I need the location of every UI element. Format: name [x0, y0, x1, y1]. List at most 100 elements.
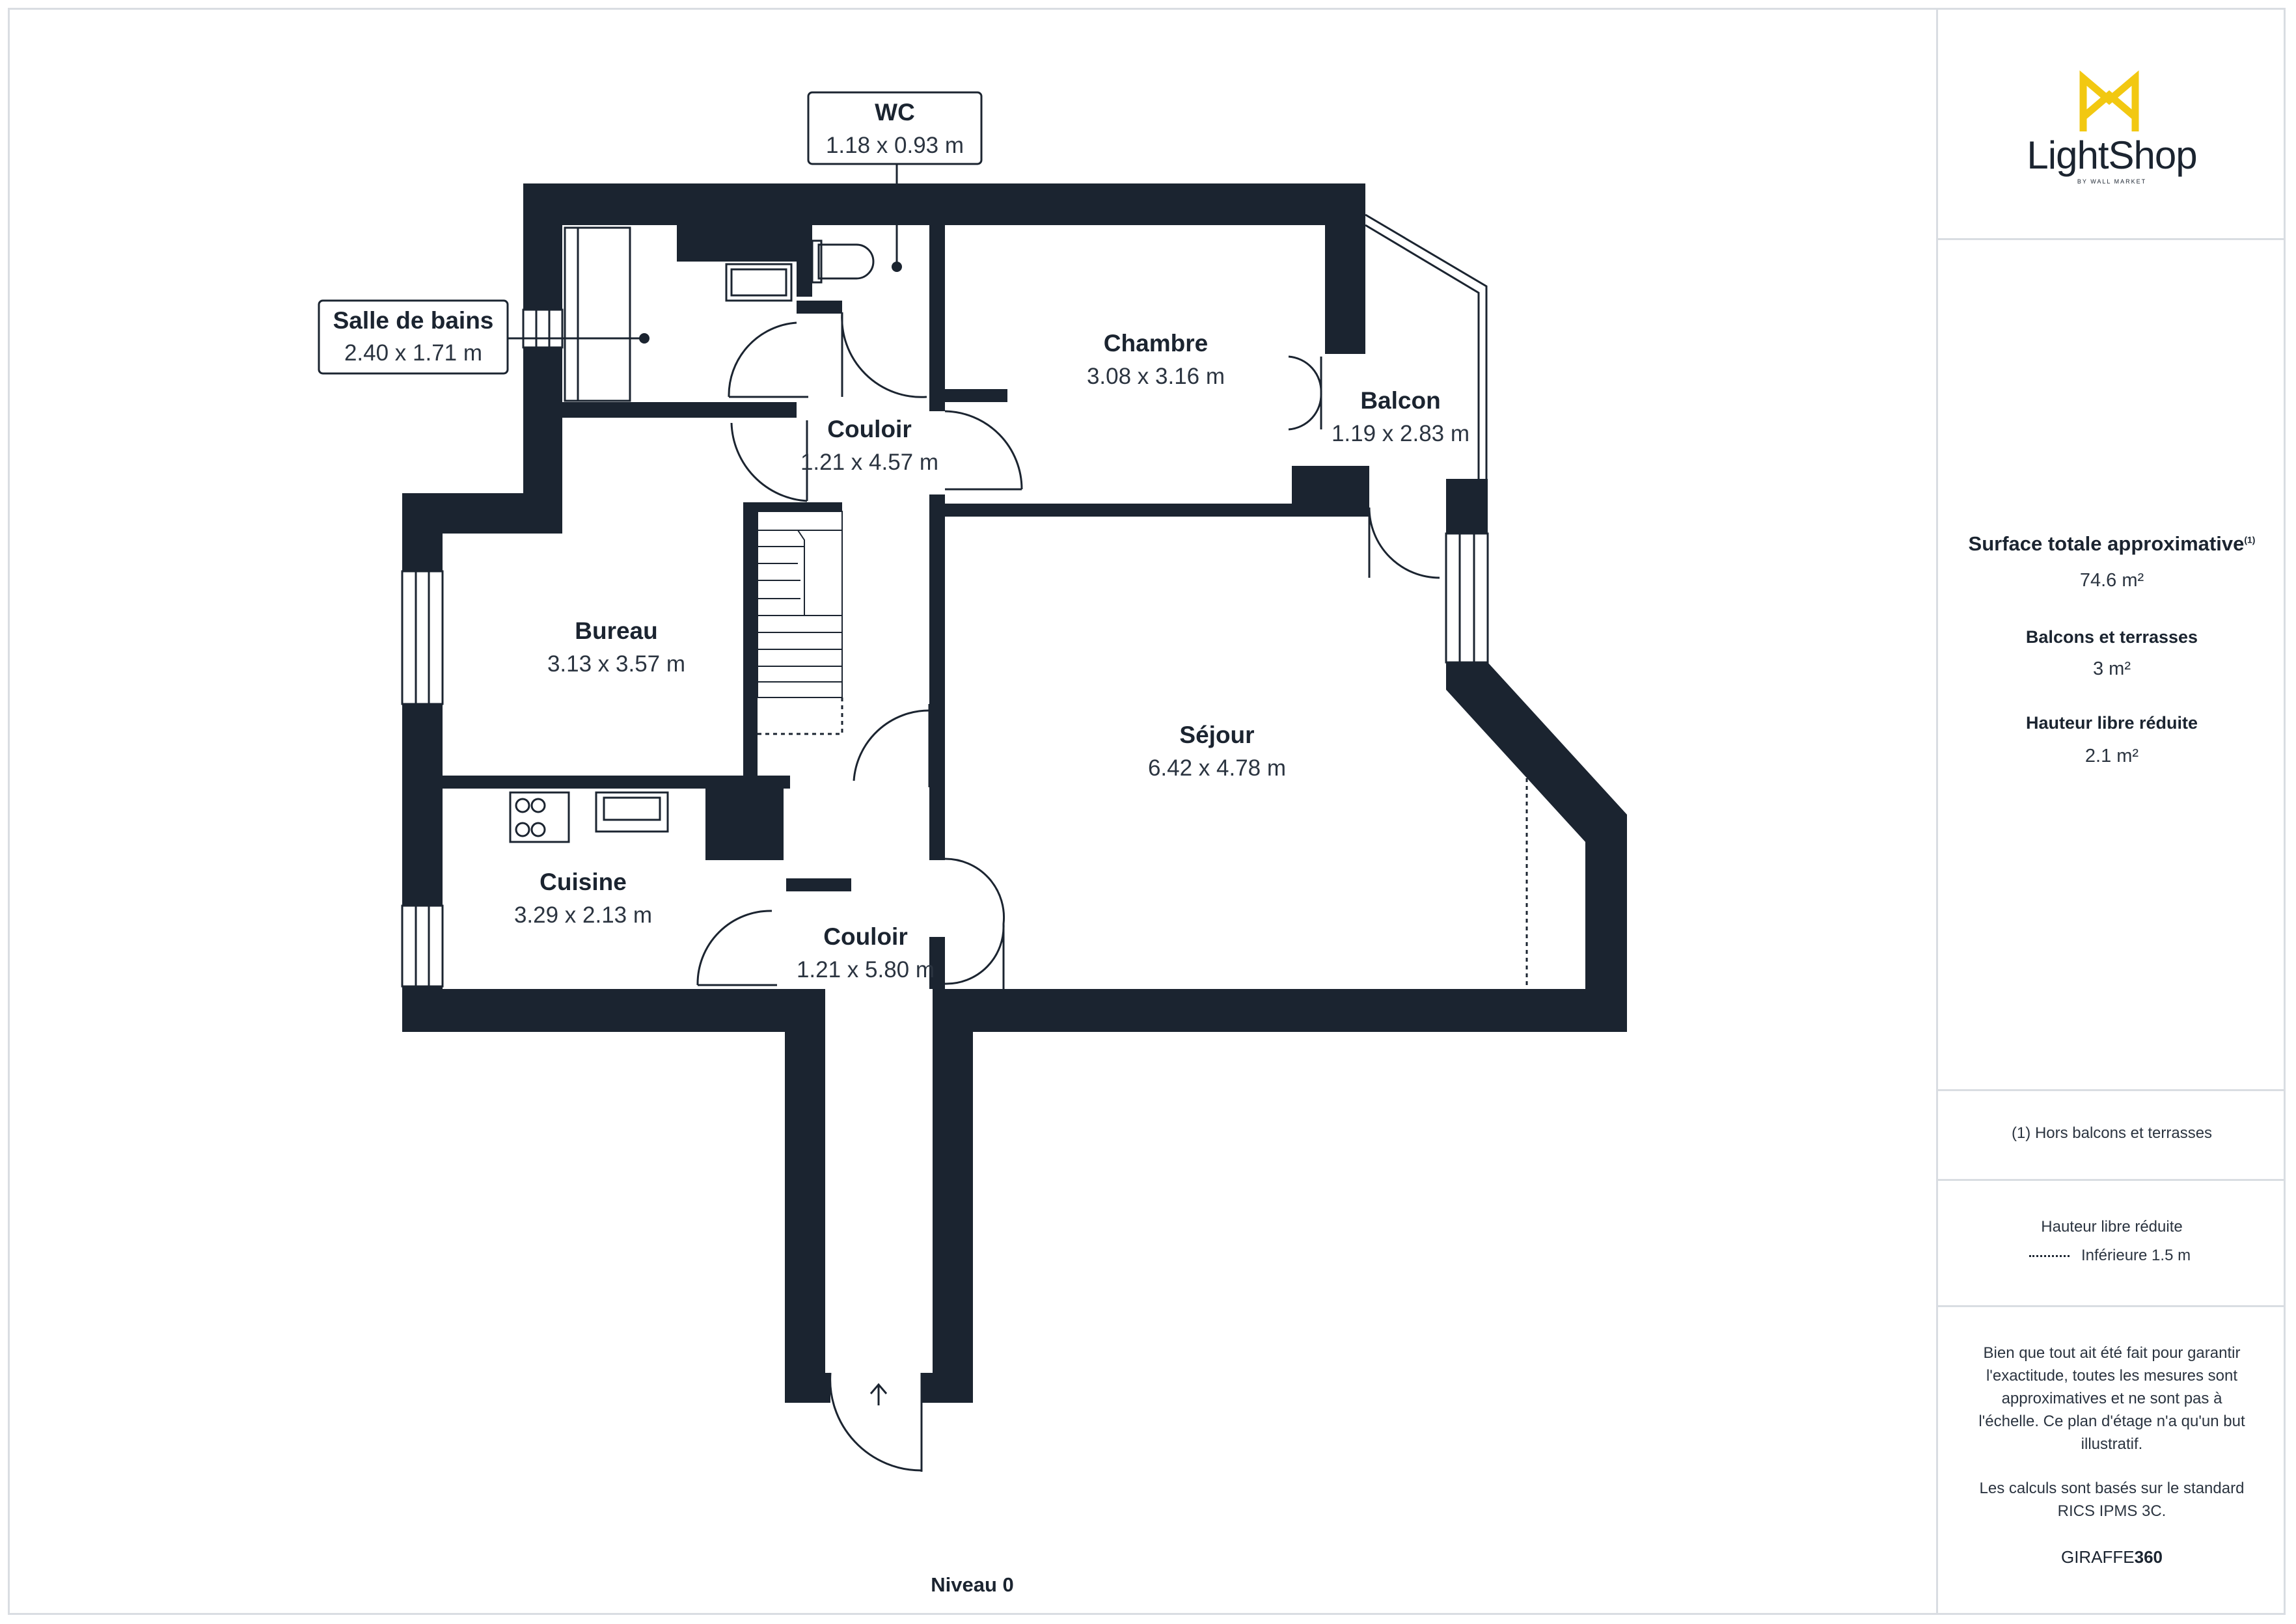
room-dim-sdb: 2.40 x 1.71 m	[344, 340, 482, 366]
balcony-value: 3 m²	[2093, 658, 2131, 679]
wall-sdb-left-top	[523, 183, 562, 310]
windows	[401, 308, 1489, 988]
wc-label-box	[807, 91, 983, 165]
wall-chambre-bottom	[945, 504, 1369, 517]
room-dim-wc: 1.18 x 0.93 m	[826, 133, 964, 158]
staircase	[757, 511, 843, 698]
height-label: Hauteur libre réduite	[2025, 713, 2198, 733]
wall-left-a	[402, 493, 443, 571]
wall-right-top	[1446, 479, 1488, 534]
door-wc-arc	[841, 312, 927, 398]
total-value: 74.6 m²	[2079, 570, 2144, 591]
wall-stair-left	[743, 502, 758, 776]
wall-wc-left	[797, 225, 812, 297]
window-cuisine	[401, 904, 444, 988]
balcony-outline	[1365, 213, 1488, 479]
brand-name: LightShop	[2027, 133, 2197, 177]
room-name-couloir1: Couloir	[827, 416, 911, 442]
room-dim-couloir1: 1.21 x 4.57 m	[800, 450, 938, 475]
legend-title: Hauteur libre réduite	[2041, 1218, 2183, 1236]
room-name-couloir2: Couloir	[823, 923, 907, 950]
door-sejour-arc	[944, 858, 1005, 989]
room-name-sejour: Séjour	[1179, 722, 1254, 748]
wall-stub-b	[945, 389, 1007, 402]
footnote: (1) Hors balcons et terrasses	[2011, 1124, 2213, 1142]
sdb-label-box	[318, 299, 509, 375]
door-balcon-double	[1288, 355, 1322, 431]
room-name-sdb: Salle de bains	[333, 307, 494, 334]
dotted-line-icon	[2029, 1255, 2070, 1257]
room-dim-couloir2: 1.21 x 5.80 m	[797, 957, 935, 982]
entry-arrow-icon	[869, 1383, 888, 1405]
room-name-wc: WC	[875, 99, 915, 126]
room-name-bureau: Bureau	[575, 617, 657, 644]
room-dim-balcon: 1.19 x 2.83 m	[1332, 421, 1469, 446]
standard-note: Les calculs sont basés sur le standard R…	[1979, 1480, 2245, 1520]
room-dim-bureau: 3.13 x 3.57 m	[547, 651, 685, 677]
room-dim-sejour: 6.42 x 4.78 m	[1148, 755, 1286, 781]
room-name-cuisine: Cuisine	[540, 869, 627, 895]
room-dim-chambre: 3.08 x 3.16 m	[1087, 364, 1225, 389]
wall-sdb-top-block	[677, 225, 797, 262]
legend-item: Inférieure 1.5 m	[2081, 1247, 2191, 1264]
lightshop-logo-icon	[2079, 70, 2139, 131]
wall-bottom-left	[402, 989, 786, 1032]
wall-center-top	[929, 225, 945, 411]
kitchen-sink	[595, 791, 669, 833]
disclaimer: Bien que tout ait été fait pour garantir…	[1978, 1344, 2245, 1453]
stove	[509, 791, 570, 843]
wall-entry-left-end	[785, 1373, 830, 1403]
divider	[1938, 1179, 2286, 1181]
window-bureau	[401, 570, 444, 705]
wall-center-low	[929, 937, 945, 989]
bathtub	[564, 226, 631, 402]
wall-center-mid	[929, 494, 945, 860]
wall-entry-right	[933, 989, 973, 1403]
wall-sdb-left-bottom	[523, 347, 562, 493]
toilet	[817, 243, 875, 280]
room-name-chambre: Chambre	[1104, 330, 1208, 357]
wall-entry-right-end	[921, 1373, 973, 1403]
wall-entry-left	[785, 989, 825, 1403]
window-sdb	[522, 308, 564, 349]
brand-sub: BY WALL MARKET	[2077, 178, 2147, 185]
reduced-height-lines	[758, 697, 1528, 989]
room-dim-cuisine: 3.29 x 2.13 m	[514, 902, 652, 928]
wall-bureau-bottom	[443, 776, 790, 789]
wall-right-join	[1446, 662, 1488, 690]
credit: GIRAFFE360	[2060, 1547, 2163, 1567]
walls	[402, 183, 1627, 1403]
door-cuisine-arc	[696, 910, 772, 986]
door-entry-arc	[829, 1372, 922, 1472]
bathroom-sink	[725, 263, 793, 302]
door-balcon-arc	[1368, 507, 1440, 579]
divider	[1938, 1305, 2286, 1307]
wall-kitchen-block	[705, 776, 784, 860]
wall-stub-a	[786, 878, 851, 891]
window-sejour	[1445, 532, 1489, 664]
label-leaders	[508, 164, 902, 344]
doors	[696, 312, 1440, 1472]
room-name-balcon: Balcon	[1360, 387, 1440, 414]
divider	[1938, 238, 2286, 240]
wall-sdb-bottom	[562, 402, 797, 418]
door-sdb-arc	[728, 321, 797, 398]
wall-balcon-block	[1292, 466, 1369, 508]
level-label: Niveau 0	[931, 1573, 1014, 1596]
door-chambre-arc	[944, 410, 1023, 490]
door-couloir2-arc	[853, 709, 930, 781]
info-sidebar: LightShop BY WALL MARKET Surface totale …	[1936, 8, 2286, 1615]
wall-chambre-right	[1325, 183, 1365, 354]
divider	[1938, 1089, 2286, 1091]
wall-left-b	[402, 704, 443, 906]
page-frame	[8, 8, 2286, 1615]
wall-right-diagonal	[1446, 662, 1627, 1032]
total-label: Surface totale approximative(1)	[1968, 532, 2256, 555]
fixtures	[509, 226, 875, 843]
door-couloir-arc	[730, 422, 808, 502]
balcony-label: Balcons et terrasses	[2025, 627, 2198, 647]
wall-bottom-right	[933, 989, 1626, 1032]
wall-stair-top	[758, 502, 842, 511]
wall-top	[523, 183, 1365, 225]
